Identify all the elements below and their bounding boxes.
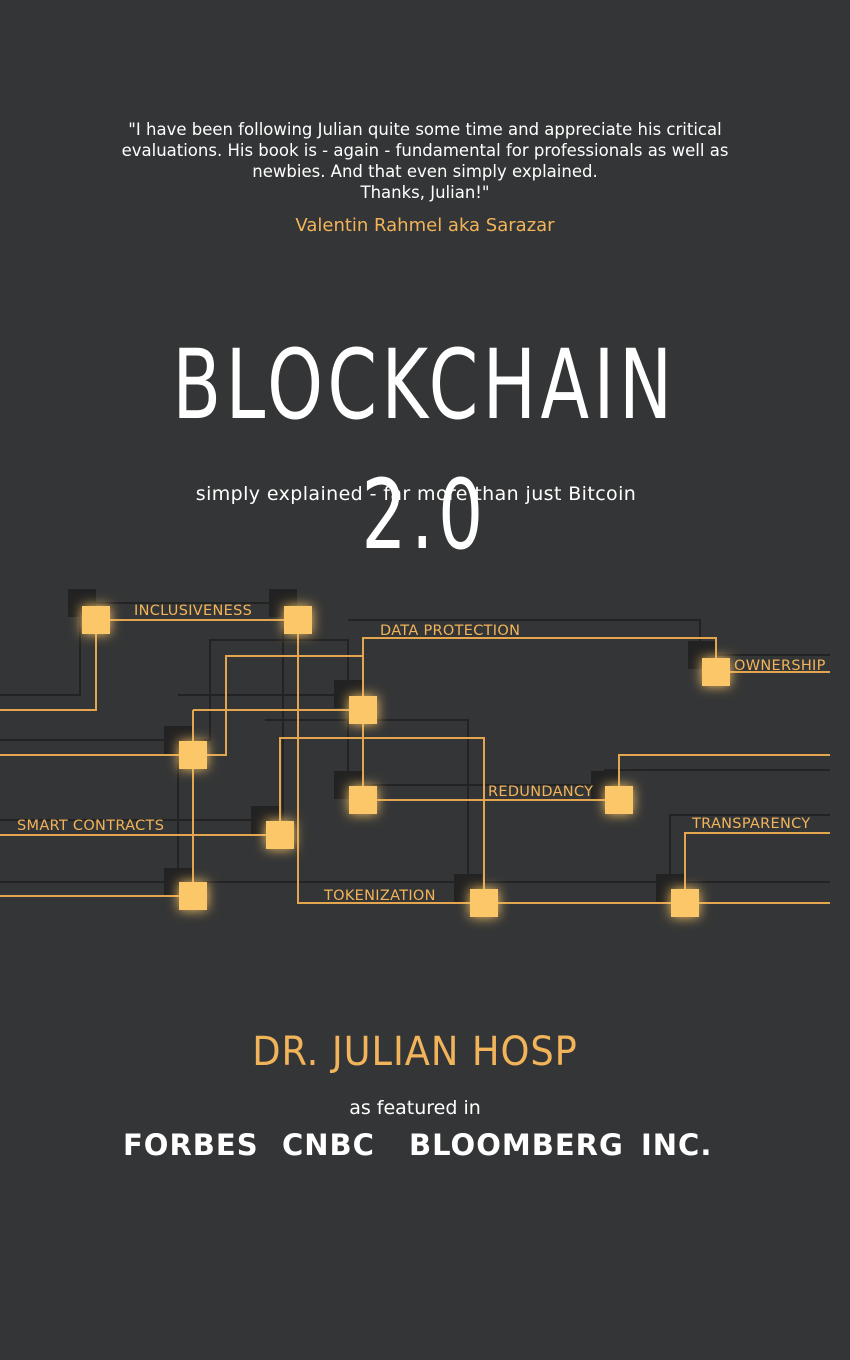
media-bloomberg: BLOOMBERG <box>409 1128 624 1162</box>
quote-line: newbies. And that even simply explained. <box>252 162 598 181</box>
node <box>349 786 377 814</box>
node <box>605 786 633 814</box>
node <box>284 606 312 634</box>
label-redundancy: REDUNDANCY <box>488 784 593 800</box>
media-inc: INC. <box>641 1128 713 1162</box>
quote-line: "I have been following Julian quite some… <box>128 120 722 139</box>
label-data-protection: DATA PROTECTION <box>380 623 520 639</box>
label-smart-contracts: SMART CONTRACTS <box>17 818 164 834</box>
media-cnbc: CNBC <box>282 1128 375 1162</box>
quote-line: evaluations. His book is - again - funda… <box>121 141 729 160</box>
endorsement-quote: "I have been following Julian quite some… <box>80 119 770 203</box>
book-subtitle: simply explained - far more than just Bi… <box>195 483 637 505</box>
media-forbes: FORBES <box>123 1128 259 1162</box>
node <box>702 658 730 686</box>
quote-author: Valentin Rahmel aka Sarazar <box>295 215 555 236</box>
author-name: DR. JULIAN HOSP <box>252 1029 578 1075</box>
network-lines <box>0 619 830 904</box>
label-inclusiveness: INCLUSIVENESS <box>134 603 252 619</box>
media-logos: FORBES CNBC BLOOMBERG INC. <box>0 1128 830 1168</box>
node <box>349 696 377 724</box>
node <box>179 741 207 769</box>
node <box>470 889 498 917</box>
node <box>671 889 699 917</box>
node <box>179 882 207 910</box>
node <box>82 606 110 634</box>
book-title: BLOCKCHAIN 2.0 <box>172 329 677 571</box>
node <box>266 821 294 849</box>
quote-line: Thanks, Julian!" <box>360 183 490 202</box>
label-ownership: OWNERSHIP <box>734 658 826 674</box>
featured-label: as featured in <box>349 1097 481 1119</box>
label-transparency: TRANSPARENCY <box>691 816 810 832</box>
network-nodes <box>82 606 730 917</box>
label-tokenization: TOKENIZATION <box>323 888 436 904</box>
